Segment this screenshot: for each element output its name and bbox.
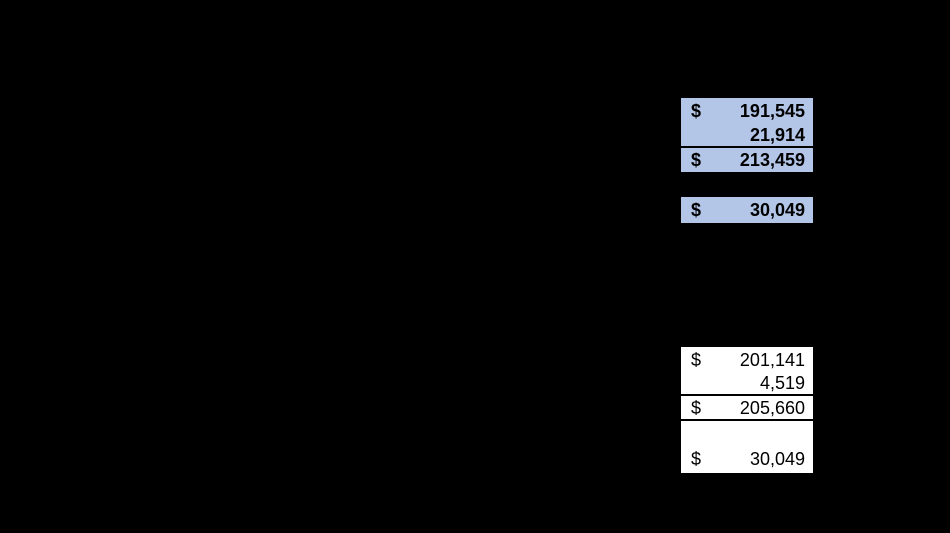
amount-value: 4,519 xyxy=(759,373,805,393)
highlighted-adjusted-cell: $ 30,049 xyxy=(681,197,813,223)
currency-symbol: $ xyxy=(691,150,702,170)
amount-value: 201,141 xyxy=(739,349,805,370)
table-row: 4,519 xyxy=(681,372,813,396)
currency-symbol: $ xyxy=(691,397,702,418)
amount-value: 30,049 xyxy=(749,200,805,220)
table-row: 21,914 xyxy=(681,123,813,148)
amount-value: 213,459 xyxy=(739,150,805,170)
table-row-total: $ 205,660 xyxy=(681,396,813,421)
currency-symbol: $ xyxy=(691,449,702,469)
amount-value: 191,545 xyxy=(739,100,805,121)
table-row: $ 201,141 xyxy=(681,347,813,372)
amount-value: 30,049 xyxy=(749,449,805,469)
table-row: $ 30,049 xyxy=(681,197,813,223)
plain-balance-block: $ 201,141 4,519 $ 205,660 $ 30,049 xyxy=(681,347,813,473)
highlighted-balance-block: $ 191,545 21,914 $ 213,459 xyxy=(681,98,813,172)
table-row-total: $ 213,459 xyxy=(681,148,813,172)
amount-value: 205,660 xyxy=(739,397,805,418)
currency-symbol: $ xyxy=(691,100,702,121)
plain-adjusted-cell: $ 30,049 xyxy=(681,421,813,473)
currency-symbol: $ xyxy=(691,349,702,370)
table-row: $ 191,545 xyxy=(681,98,813,123)
currency-symbol: $ xyxy=(691,200,702,220)
amount-value: 21,914 xyxy=(749,124,805,145)
